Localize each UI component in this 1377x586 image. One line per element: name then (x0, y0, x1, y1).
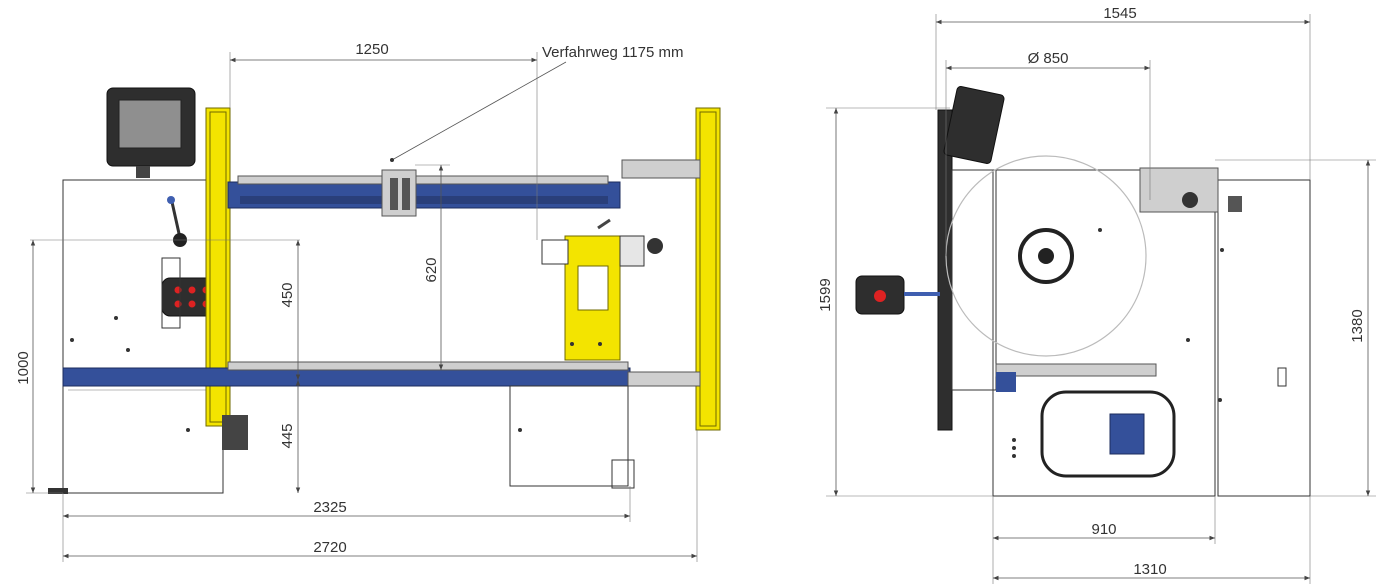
dim-1545-label: 1545 (1103, 5, 1136, 22)
dim-1250-label: 1250 (355, 41, 388, 58)
dim-2325-label: 2325 (313, 499, 346, 516)
motor-housing (1040, 390, 1176, 478)
front-view: 1250 Verfahrweg 1175 mm 620 450 445 1000… (15, 41, 721, 562)
carriage (381, 169, 417, 217)
dim-1599-label: 1599 (817, 278, 834, 311)
upper-rail (227, 181, 621, 209)
dim-1000-label: 1000 (15, 351, 32, 384)
dim-1310-label: 1310 (1133, 561, 1166, 578)
dim-910-label: 910 (1091, 521, 1116, 538)
dim-620-label: 620 (423, 257, 440, 282)
dim-450-label: 450 (279, 282, 296, 307)
dim-1380-label: 1380 (1349, 309, 1366, 342)
dim-445-label: 445 (279, 423, 296, 448)
dim-850-label: Ø 850 (1028, 50, 1069, 67)
main-cabinet (62, 179, 224, 494)
motor-icon (1109, 413, 1145, 455)
side-right-cabinet (1217, 179, 1311, 497)
side-monitor (943, 86, 1005, 164)
handwheel-icon (647, 238, 663, 254)
travel-label: Verfahrweg 1175 mm (542, 44, 683, 61)
right-cabinet (509, 385, 629, 487)
side-view: 1545 Ø 850 1599 1380 910 1310 (817, 5, 1376, 584)
side-frame-plate (937, 109, 953, 431)
lower-rail (62, 367, 631, 387)
dim-2720-label: 2720 (313, 539, 346, 556)
